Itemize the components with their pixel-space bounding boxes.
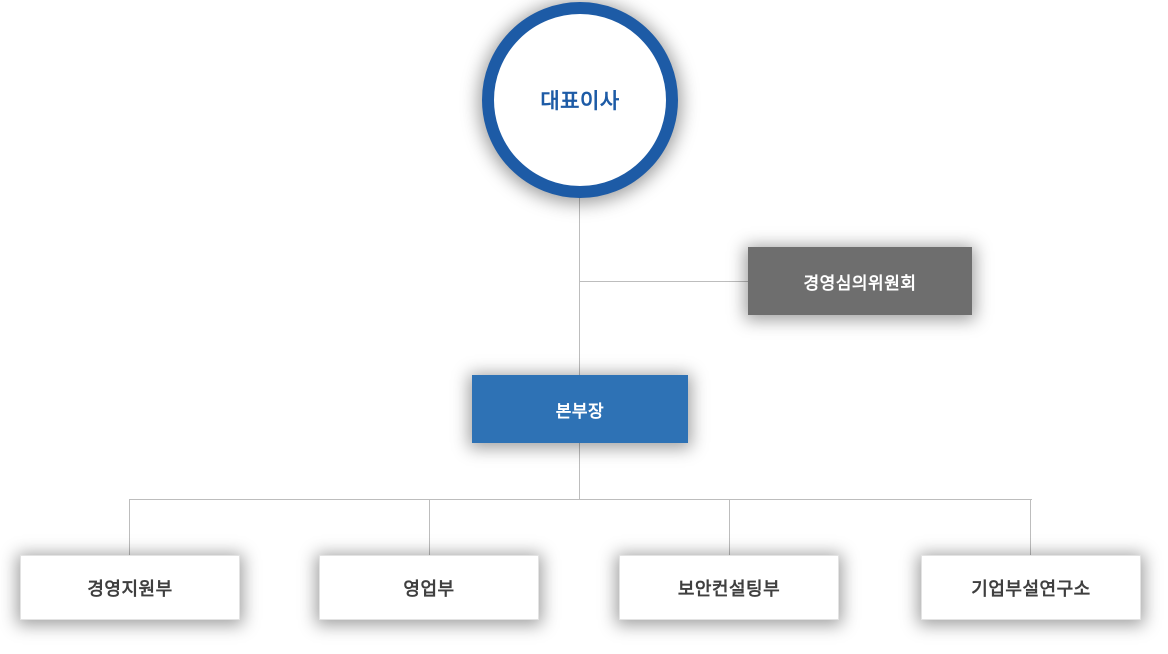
connector-horizontal-bus — [129, 499, 1032, 500]
node-manager-label: 본부장 — [555, 401, 605, 421]
connector-drop-dept-2 — [429, 499, 430, 555]
connector-drop-dept-1 — [129, 499, 130, 555]
node-dept-label: 보안컨설팅부 — [677, 578, 781, 599]
connector-branch-to-committee — [580, 281, 748, 282]
connector-drop-dept-3 — [729, 499, 730, 555]
node-dept-management-support: 경영지원부 — [20, 555, 240, 620]
node-dept-label: 기업부설연구소 — [971, 578, 1091, 599]
connector-drop-dept-4 — [1030, 499, 1031, 555]
node-dept-label: 영업부 — [403, 578, 455, 599]
node-dept-research-institute: 기업부설연구소 — [921, 555, 1141, 620]
node-dept-security-consulting: 보안컨설팅부 — [619, 555, 839, 620]
node-manager: 본부장 — [472, 375, 688, 443]
node-ceo: 대표이사 — [482, 2, 678, 198]
node-ceo-label: 대표이사 — [540, 90, 620, 113]
node-dept-label: 경영지원부 — [87, 578, 173, 599]
node-committee-label: 경영심의위원회 — [803, 273, 917, 293]
node-dept-sales: 영업부 — [319, 555, 539, 620]
node-committee: 경영심의위원회 — [748, 247, 972, 315]
connector-manager-to-bus — [579, 443, 580, 499]
connector-ceo-to-manager — [579, 198, 580, 375]
